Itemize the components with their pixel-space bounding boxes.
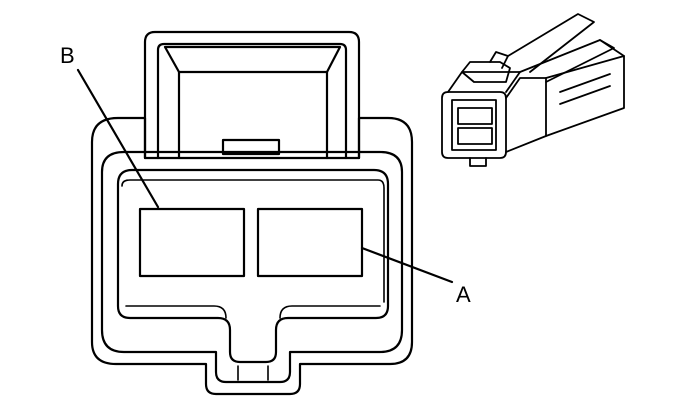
latch-small-tab: [221, 138, 281, 156]
latch-housing-outer: [143, 30, 361, 160]
iso-rear-body: [545, 55, 625, 137]
keyway-slot: [237, 365, 269, 381]
latch-housing-inner: [156, 42, 348, 160]
cavity-outline: [116, 168, 390, 364]
callout-label-a: A: [456, 282, 471, 307]
cavity-inner-line: [121, 179, 385, 303]
iso-bottom-key: [469, 157, 487, 167]
cavity-lower-ledge-right: [279, 305, 381, 319]
connector-face-view: [90, 30, 414, 396]
connector-isometric-view: [441, 13, 625, 167]
iso-front-face: [441, 91, 507, 159]
iso-rear-arm-lower: [519, 39, 615, 83]
body-outer: [90, 116, 414, 396]
terminal-cavity-b: [138, 207, 246, 278]
iso-rear-slot: [559, 73, 611, 105]
iso-latch: [461, 61, 511, 83]
iso-latch-detail: [489, 51, 509, 69]
iso-cavity-bottom: [457, 127, 493, 145]
leader-line-a: [360, 246, 454, 284]
latch-tab: [163, 45, 342, 74]
iso-rear-arm: [507, 13, 595, 73]
body-inner-frame: [100, 150, 404, 384]
iso-rear-edge: [599, 39, 625, 57]
leader-line-b: [76, 68, 160, 209]
callout-label-b: B: [60, 43, 75, 68]
terminal-cavity-a: [256, 207, 364, 278]
iso-body-side: [505, 77, 547, 153]
cavity-lower-ledge: [125, 305, 227, 319]
iso-cavity-top: [457, 107, 493, 125]
iso-front-inner: [451, 99, 497, 151]
iso-body-top: [447, 71, 521, 93]
